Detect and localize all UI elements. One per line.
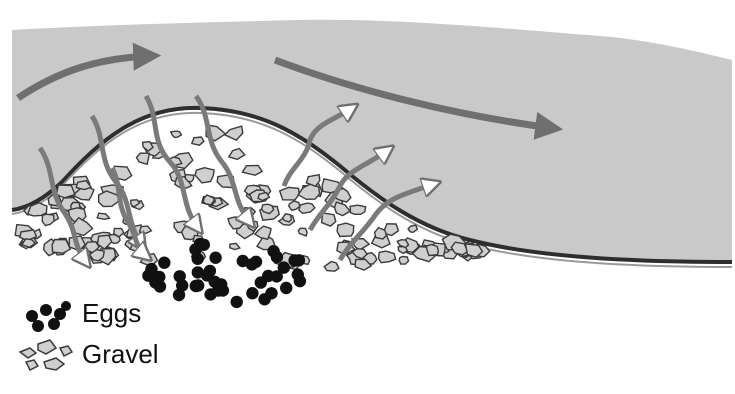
gravel-stone bbox=[350, 205, 366, 214]
salmon-egg bbox=[149, 276, 161, 288]
salmon-egg bbox=[255, 276, 267, 288]
salmon-egg bbox=[292, 268, 304, 280]
gravel-stone bbox=[337, 223, 354, 236]
salmon-egg bbox=[209, 252, 221, 264]
salmon-egg bbox=[246, 258, 258, 270]
gravel-stone bbox=[185, 175, 193, 182]
salmon-egg bbox=[158, 257, 170, 269]
legend-gravel-label: Gravel bbox=[82, 339, 159, 369]
gravel-stone bbox=[280, 187, 299, 200]
salmon-egg bbox=[192, 279, 204, 291]
gravel-stone bbox=[262, 204, 274, 213]
salmon-egg bbox=[231, 296, 243, 308]
salmon-egg bbox=[198, 239, 210, 251]
salmon-egg bbox=[246, 287, 258, 299]
salmon-egg bbox=[209, 276, 221, 288]
salmon-egg bbox=[271, 270, 283, 282]
salmon-egg bbox=[267, 245, 279, 257]
salmon-egg bbox=[293, 254, 305, 266]
legend-eggs-label: Eggs bbox=[82, 298, 141, 328]
salmon-egg bbox=[204, 265, 216, 277]
gravel-stone bbox=[399, 257, 408, 265]
salmon-egg bbox=[176, 279, 188, 291]
salmon-egg bbox=[265, 287, 277, 299]
salmon-egg bbox=[280, 282, 292, 294]
gravel-stone bbox=[426, 245, 438, 256]
